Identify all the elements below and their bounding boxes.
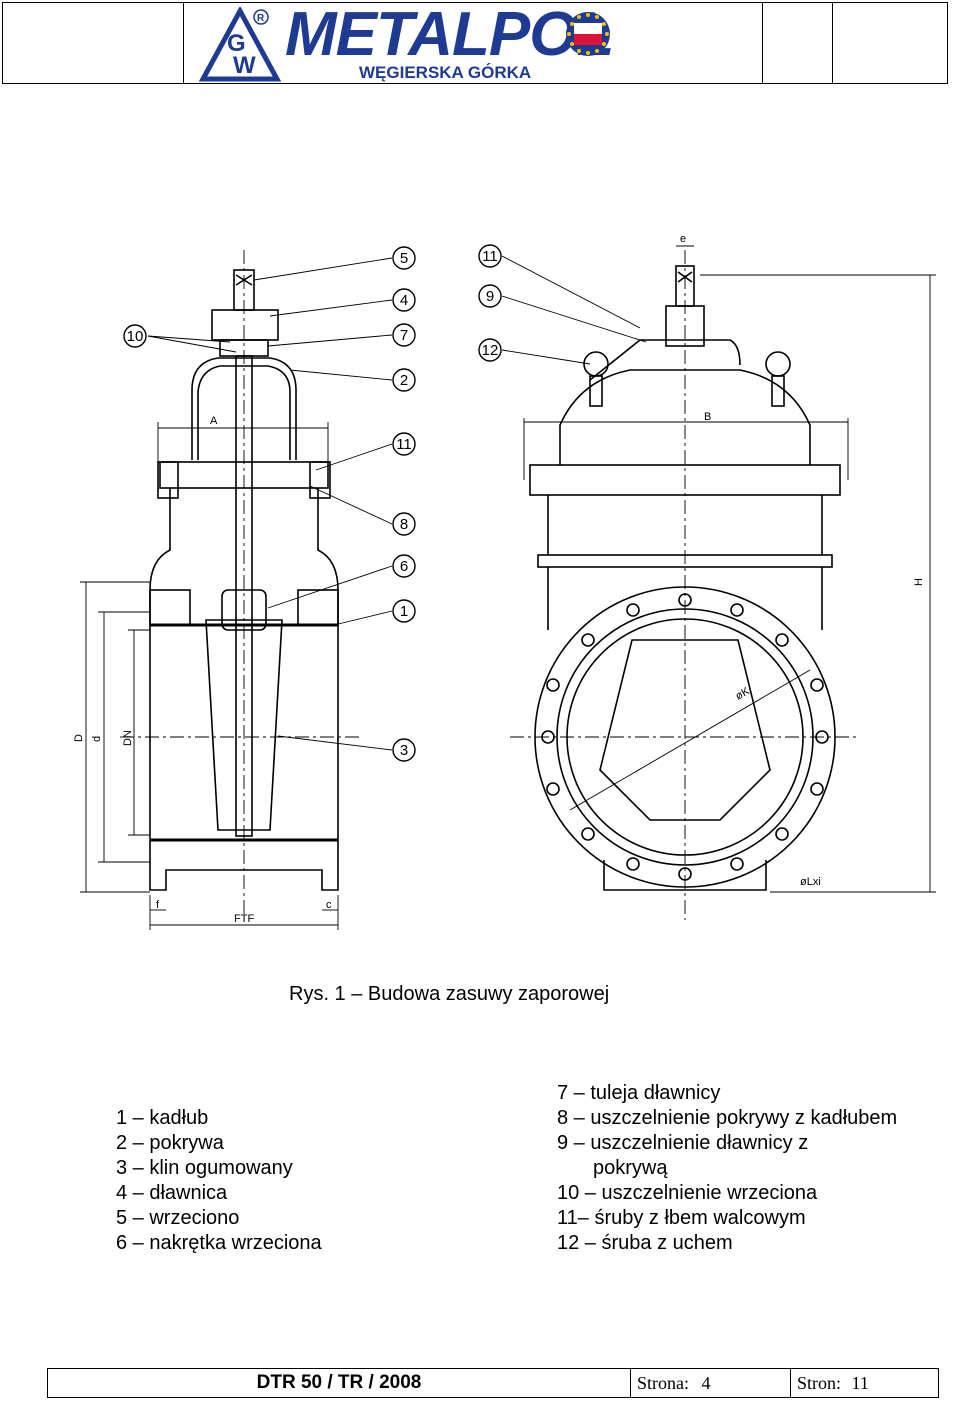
- dim-label-c: c: [326, 899, 332, 911]
- valve-technical-drawing: 5 4 7 2 11 8 6 1 3 10 11 9 12 A B H D d …: [73, 233, 936, 930]
- logo-letter-g: G: [227, 30, 246, 57]
- flag-emblem-icon: [566, 12, 610, 56]
- registered-mark: R: [257, 13, 265, 24]
- callout-11-right: 11: [478, 244, 502, 268]
- svg-text:1: 1: [400, 603, 408, 620]
- legend-item: 10 – uszczelnienie wrzeciona: [557, 1182, 818, 1204]
- svg-text:11: 11: [482, 248, 498, 265]
- brand-name: METALPOL: [285, 0, 614, 69]
- dim-label-b: B: [704, 411, 711, 423]
- callout-5: 5: [392, 246, 416, 270]
- dim-label-d-inner: d: [91, 736, 103, 742]
- svg-text:5: 5: [400, 250, 408, 267]
- legend-item: 8 – uszczelnienie pokrywy z kadłubem: [557, 1107, 898, 1129]
- callout-4: 4: [392, 288, 416, 312]
- callout-7: 7: [392, 323, 416, 347]
- svg-text:11: 11: [396, 436, 412, 453]
- legend-item: 2 – pokrywa: [116, 1132, 224, 1154]
- logo-letter-w: W: [233, 52, 256, 79]
- page-header: G W R METALPOL WĘGIERSKA GÓRKA: [2, 0, 948, 84]
- legend-item: 1 – kadłub: [116, 1107, 209, 1129]
- svg-text:2: 2: [400, 372, 408, 389]
- legend-item: 9 – uszczelnienie dławnicy z: [557, 1132, 809, 1154]
- callout-10: 10: [123, 324, 147, 348]
- callout-1: 1: [392, 599, 416, 623]
- dim-label-d-outer: D: [73, 734, 85, 742]
- dim-label-h: H: [913, 578, 925, 586]
- page-label: Strona:: [637, 1373, 689, 1393]
- legend-item: 11– śruby z łbem walcowym: [557, 1207, 806, 1229]
- callout-6: 6: [392, 554, 416, 578]
- svg-text:6: 6: [400, 558, 408, 575]
- svg-text:12: 12: [482, 342, 499, 359]
- legend-item: 7 – tuleja dławnicy: [557, 1082, 721, 1104]
- page-footer: DTR 50 / TR / 2008 Strona: 4 Stron: 11: [47, 1368, 939, 1398]
- dim-label-a: A: [210, 415, 218, 427]
- svg-text:4: 4: [400, 292, 408, 309]
- legend-item: 12 – śruba z uchem: [557, 1232, 733, 1254]
- callout-11-left: 11: [392, 432, 416, 456]
- legend-right: 7 – tuleja dławnicy 8 – uszczelnienie po…: [557, 1081, 897, 1256]
- legend-left: 1 – kadłub 2 – pokrywa 3 – klin ogumowan…: [116, 1106, 322, 1256]
- dim-label-f: f: [156, 899, 160, 911]
- callout-12: 12: [478, 338, 502, 362]
- svg-text:8: 8: [400, 516, 408, 533]
- callout-3: 3: [392, 738, 416, 762]
- dim-label-l: øLxi: [800, 876, 821, 888]
- legend-item: 4 – dławnica: [116, 1182, 228, 1204]
- total-pages: 11: [851, 1373, 869, 1393]
- page-number-cell: Strona: 4: [630, 1369, 790, 1397]
- dim-label-dn: DN: [122, 730, 134, 746]
- legend-item: 5 – wrzeciono: [116, 1207, 240, 1229]
- legend-item-continuation: pokrywą: [593, 1157, 668, 1179]
- figure-caption: Rys. 1 – Budowa zasuwy zaporowej: [289, 983, 610, 1005]
- brand-location: WĘGIERSKA GÓRKA: [359, 63, 532, 82]
- document-id: DTR 50 / TR / 2008: [256, 1372, 422, 1393]
- total-label: Stron:: [797, 1373, 842, 1393]
- header-right-cell-b: [832, 3, 947, 83]
- dim-label-e: e: [680, 233, 686, 245]
- callout-2: 2: [392, 368, 416, 392]
- header-right-cell-a: [762, 3, 832, 83]
- svg-text:10: 10: [127, 328, 144, 345]
- dim-label-ftf: FTF: [234, 913, 254, 925]
- svg-text:7: 7: [400, 327, 408, 344]
- legend-item: 6 – nakrętka wrzeciona: [116, 1232, 322, 1254]
- callout-8: 8: [392, 512, 416, 536]
- svg-text:9: 9: [486, 288, 494, 305]
- legend-item: 3 – klin ogumowany: [116, 1157, 293, 1179]
- gw-logo-icon: G W R: [198, 7, 282, 82]
- header-left-cell: [3, 3, 184, 83]
- callout-9: 9: [478, 284, 502, 308]
- svg-text:3: 3: [400, 742, 408, 759]
- page-number: 4: [701, 1373, 711, 1393]
- total-pages-cell: Stron: 11: [790, 1369, 938, 1397]
